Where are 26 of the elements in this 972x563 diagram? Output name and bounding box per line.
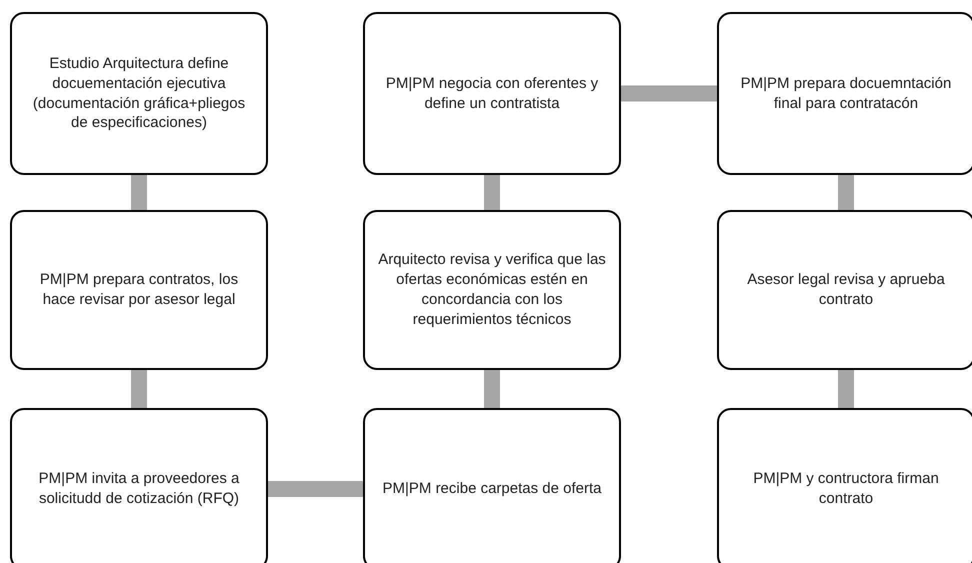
connector-bar	[838, 175, 854, 210]
process-box	[10, 12, 268, 175]
connector-bar	[131, 175, 147, 210]
connector-bar	[131, 370, 147, 408]
process-box	[363, 210, 621, 370]
step-text: PM|PM negocia con oferentes y define un contratista	[384, 74, 600, 114]
process-box	[717, 12, 972, 175]
step-text: Asesor legal revisa y aprueba contrato	[746, 270, 946, 310]
step-text: PM|PM prepara contratos, los hace revisar por asesor legal	[38, 270, 240, 310]
process-box	[10, 210, 268, 370]
connector-bar	[621, 86, 717, 102]
process-box	[363, 12, 621, 175]
step-text: PM|PM prepara docuemntación final para contratacón	[740, 74, 952, 114]
process-box	[717, 408, 972, 563]
step-text: PM|PM recibe carpetas de oferta	[382, 479, 602, 499]
process-box	[363, 408, 621, 563]
connector-bar	[484, 175, 500, 210]
step-text: Arquitecto revisa y verifica que las ofertas económicas estén en concordancia con los requerimientos técnicos	[377, 250, 607, 330]
step-text: PM|PM y contructora firman contrato	[752, 469, 940, 509]
connector-bar	[484, 370, 500, 408]
step-text: PM|PM invita a proveedores a solicitudd de cotización (RFQ)	[38, 469, 240, 509]
process-box	[717, 210, 972, 370]
process-box	[10, 408, 268, 563]
connector-bar	[838, 370, 854, 408]
connector-bar	[268, 481, 363, 497]
step-text: Estudio Arquitectura define docuementación ejecutiva (documentación gráfica+pliegos de especificaciones)	[32, 54, 246, 134]
